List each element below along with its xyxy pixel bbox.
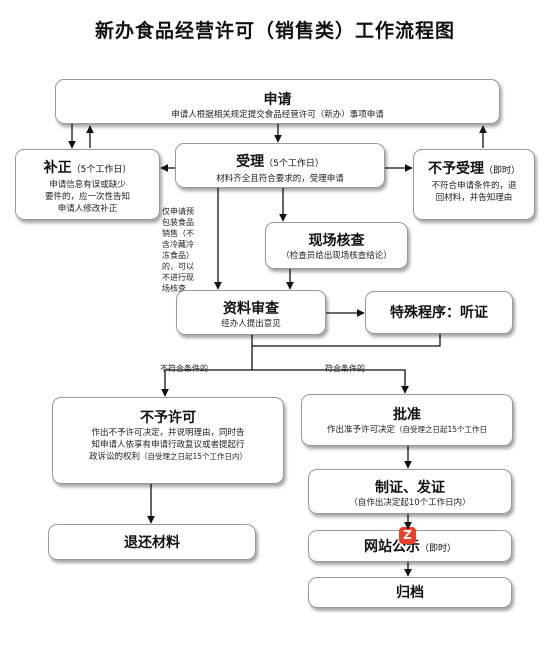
- correction-heading: 补正（5个工作日）: [16, 159, 159, 179]
- special-procedure-box: 特殊程序：听证: [365, 291, 513, 334]
- arrow-split-to-approve: [252, 369, 409, 394]
- correction-duration: （5个工作日）: [71, 165, 132, 175]
- review-box: 资料审查 经办人提出意见: [176, 290, 326, 335]
- accept-box: 受理（5个工作日） 材料齐全且符合要求的，受理申请: [175, 143, 385, 188]
- line-special-to-merge: [252, 334, 441, 347]
- accept-title: 受理: [236, 154, 265, 170]
- review-heading: 资料审查: [223, 301, 279, 317]
- site-check-heading: 现场核查: [308, 233, 365, 249]
- deny-permit-box: 不予许可 作出不予许可决定，并说明理由，同时告 知申请人依享有申请行政复议或者提…: [52, 397, 284, 484]
- reject-accept-desc-line2: 回材料，并告知理由: [435, 193, 513, 203]
- review-description: 经办人提出意见: [221, 319, 281, 329]
- deny-desc-line1: 作出不予许可决定，并说明理由，同时告: [91, 428, 245, 438]
- reject-accept-desc-line1: 不符合申请条件的，退: [431, 181, 517, 191]
- apply-description: 申请人根据相关规定提交食品经营许可（新办）事项申请: [171, 110, 384, 120]
- note-line: 含冷藏冷: [162, 240, 194, 249]
- apply-heading: 申请: [263, 92, 292, 108]
- label-not-qualified: 不符合条件的: [160, 364, 208, 373]
- reject-accept-heading: 不予受理（即时）: [414, 160, 534, 180]
- page-title: 新办食品经营许可（销售类）工作流程图: [94, 20, 455, 42]
- approve-box: 批准 作出准予许可决定（自受理之日起15个工作日: [301, 394, 513, 446]
- special-procedure-heading: 特殊程序：听证: [390, 305, 488, 321]
- prepackaged-exemption-note: 仅申请预 包装食品 销售（不 含冷藏冷 冻食品） 的，可以 不进行现 场核查: [162, 206, 210, 294]
- deny-permit-heading: 不予许可: [140, 410, 196, 426]
- correction-desc-line3: 申请人修改补正: [57, 204, 118, 214]
- deny-desc-line3: 政诉讼的权利（自受理之日起15个工作日内）: [53, 451, 283, 463]
- apply-box: 申请 申请人根据相关规定提交食品经营许可（新办）事项申请: [55, 79, 500, 124]
- reject-accept-title: 不予受理: [427, 161, 484, 177]
- approve-heading: 批准: [393, 407, 421, 423]
- note-line: 包装食品: [162, 218, 194, 227]
- accept-description: 材料齐全且符合要求的，受理申请: [216, 174, 344, 184]
- arrow-split-to-deny: [161, 369, 252, 397]
- correction-title: 补正: [43, 160, 72, 176]
- reject-accept-box: 不予受理（即时） 不符合申请条件的，退 回材料，并告知理由: [413, 149, 535, 220]
- note-line: 销售（不: [162, 229, 194, 238]
- label-qualified: 符合条件的: [325, 364, 365, 373]
- note-line: 仅申请预: [162, 207, 194, 216]
- approve-description: 作出准予许可决定（自受理之日起15个工作日: [302, 424, 512, 436]
- site-check-box: 现场核查 （检查员给出现场核查结论）: [265, 222, 408, 269]
- approve-deadline: （自受理之日起15个工作日: [394, 425, 488, 434]
- note-line: 场核查: [162, 284, 186, 293]
- accept-heading: 受理（5个工作日）: [176, 153, 384, 173]
- deny-rights-text: 政诉讼的权利: [88, 452, 140, 462]
- archive-box: 归档: [308, 577, 512, 608]
- note-line: 不进行现: [162, 273, 194, 282]
- return-materials-heading: 退还材料: [124, 535, 180, 551]
- publicity-duration: （即时）: [419, 544, 456, 554]
- certificate-heading: 制证、发证: [375, 480, 445, 496]
- note-line: 冻食品）: [162, 251, 194, 260]
- note-line: 的，可以: [162, 262, 194, 271]
- archive-heading: 归档: [396, 585, 424, 601]
- app-logo-badge: Z: [399, 527, 416, 544]
- accept-duration: （5个工作日）: [264, 159, 324, 169]
- correction-box: 补正（5个工作日） 申请信息有误或缺少 要件的，应一次性告知 申请人修改补正: [15, 149, 160, 220]
- deny-desc-line2: 知申请人依享有申请行政复议或者提起行: [91, 440, 245, 450]
- certificate-box: 制证、发证 （自作出决定起10个工作日内）: [308, 469, 512, 514]
- reject-accept-duration: （即时）: [483, 166, 520, 176]
- site-check-description: （检查员给出现场核查结论）: [281, 251, 392, 261]
- certificate-description: （自作出决定起10个工作日内）: [349, 498, 471, 508]
- correction-desc-line1: 申请信息有误或缺少: [49, 180, 126, 190]
- return-materials-box: 退还材料: [48, 524, 256, 560]
- deny-deadline: （自受理之日起15个工作日内）: [139, 452, 248, 461]
- correction-desc-line2: 要件的，应一次性告知: [44, 192, 130, 202]
- approve-decision: 作出准予许可决定: [326, 425, 395, 435]
